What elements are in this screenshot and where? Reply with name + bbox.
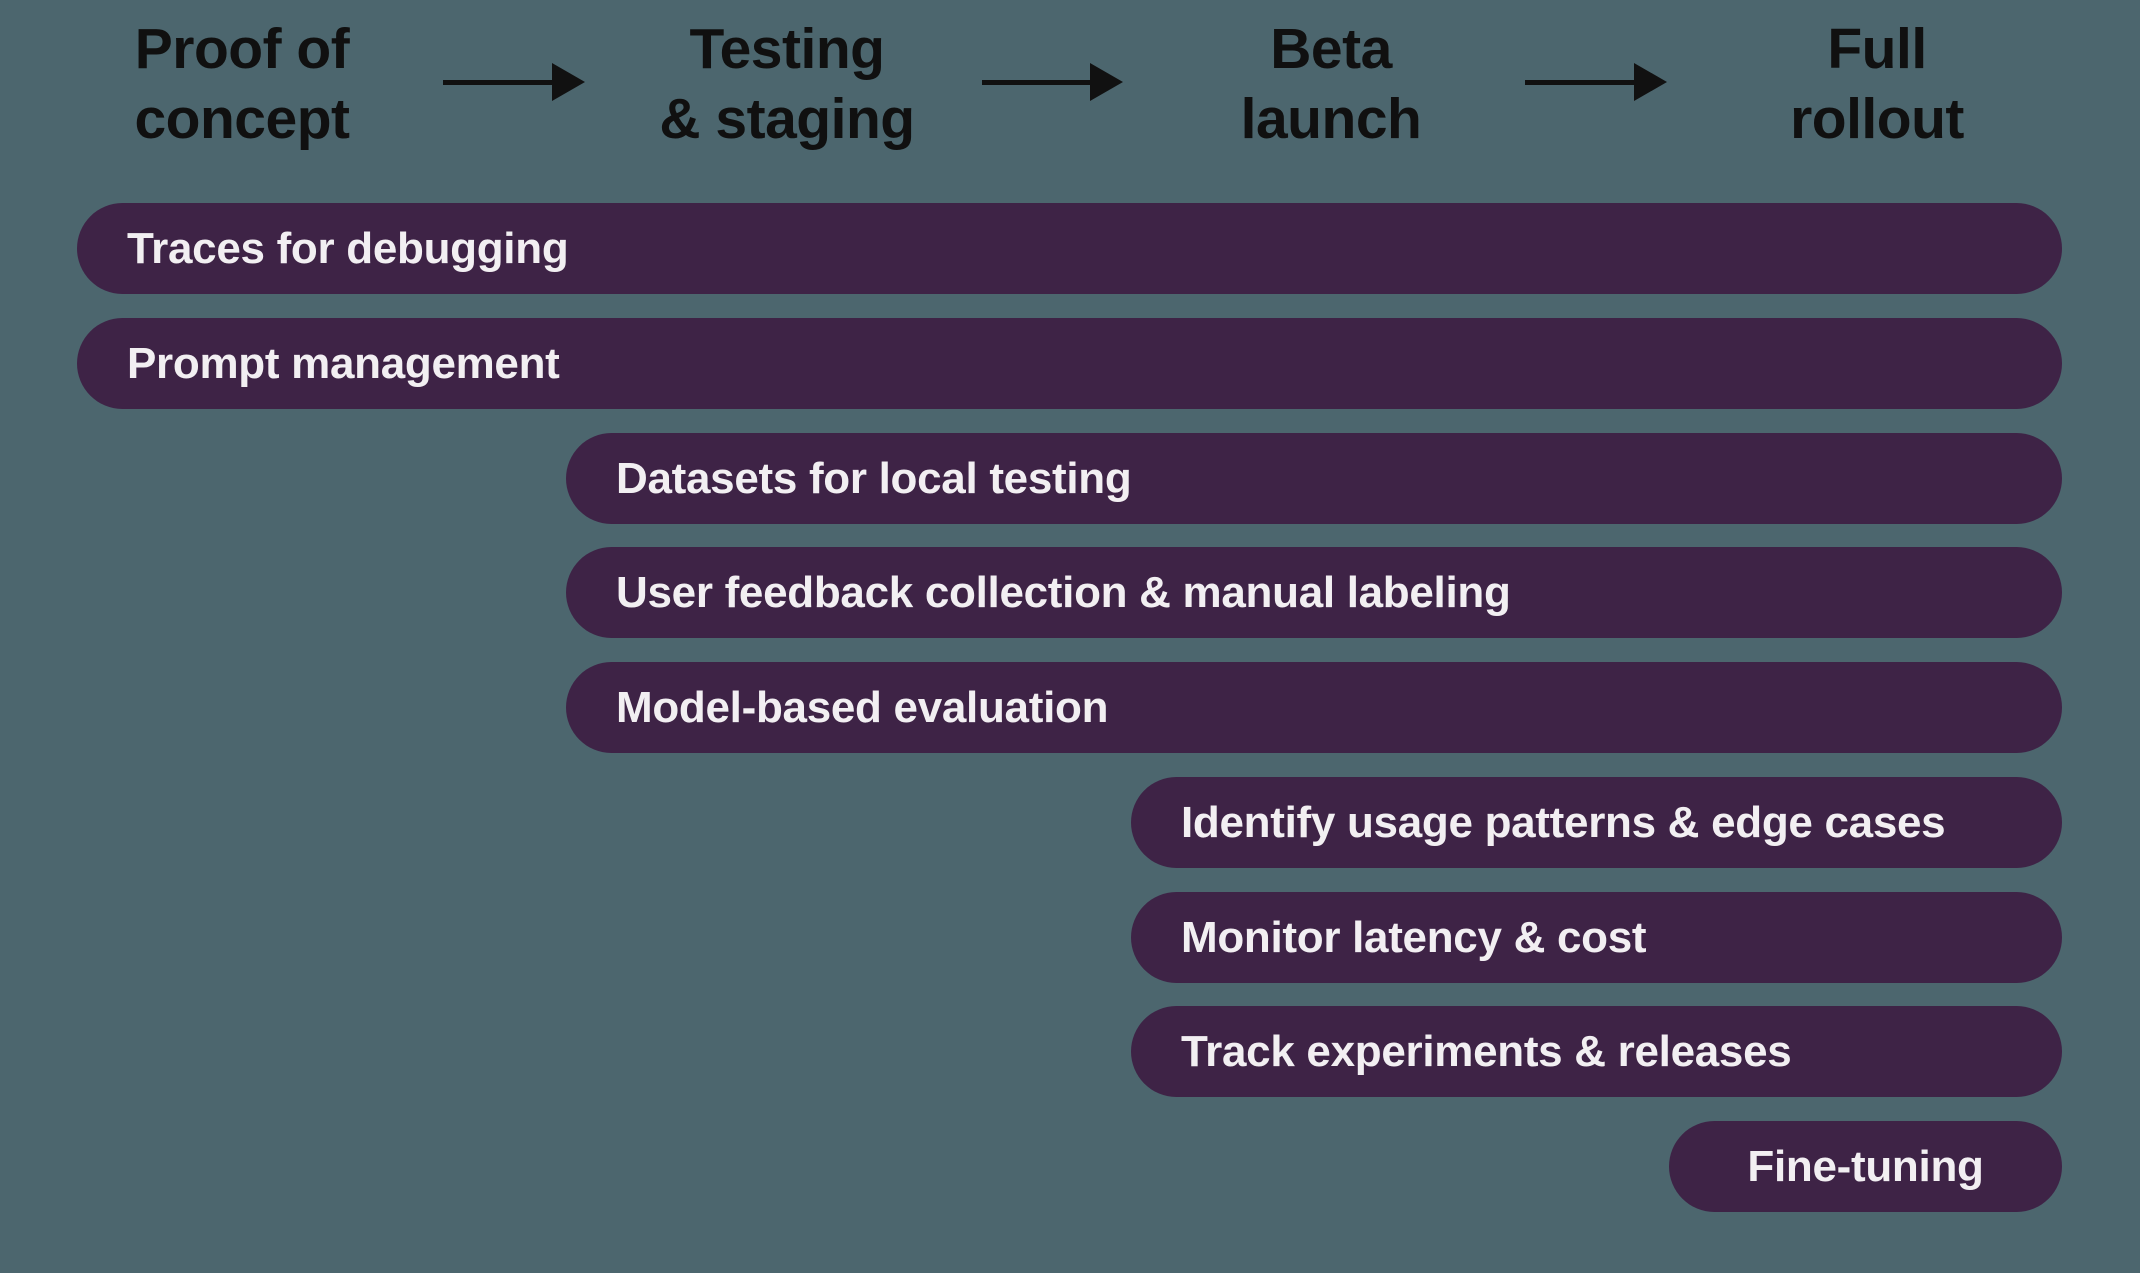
arrow-shaft [982,80,1094,85]
phase-label-line: & staging [659,87,915,151]
phase-label-line: launch [1240,87,1422,151]
bar-track-experiments-releases: Track experiments & releases [1131,1006,2062,1097]
phase-label-line: Proof of [134,17,350,81]
arrow-shaft [443,80,555,85]
phase-header-proof-of-concept: Proof of concept [0,14,492,154]
bar-monitor-latency-cost: Monitor latency & cost [1131,892,2062,983]
bar-datasets-for-local-testing: Datasets for local testing [566,433,2062,524]
phase-label-line: concept [134,87,350,151]
bar-user-feedback-collection: User feedback collection & manual labeli… [566,547,2062,638]
arrow-head [552,63,585,101]
bar-traces-for-debugging: Traces for debugging [77,203,2062,294]
phase-header-beta-launch: Beta launch [1081,14,1581,154]
bar-prompt-management: Prompt management [77,318,2062,409]
arrow-head [1090,63,1123,101]
arrow-head [1634,63,1667,101]
phase-label-line: Testing [689,17,885,81]
bar-identify-usage-patterns: Identify usage patterns & edge cases [1131,777,2062,868]
phase-header-testing-staging: Testing & staging [537,14,1037,154]
bar-fine-tuning: Fine-tuning [1669,1121,2062,1212]
arrow-shaft [1525,80,1637,85]
phase-label-line: Beta [1270,17,1392,81]
phase-label-line: Full [1827,17,1927,81]
bar-model-based-evaluation: Model-based evaluation [566,662,2062,753]
phase-label-line: rollout [1790,87,1964,151]
phase-header-full-rollout: Full rollout [1627,14,2127,154]
